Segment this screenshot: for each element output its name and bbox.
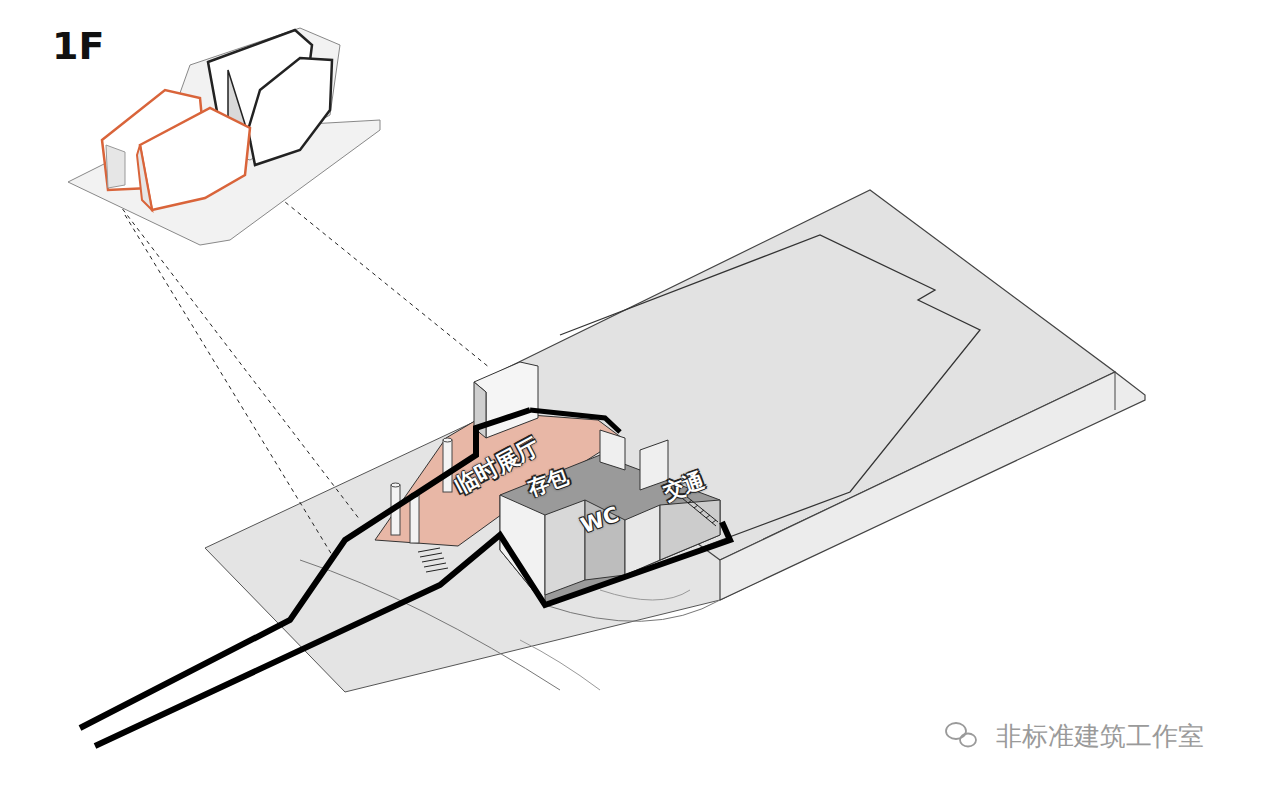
floor-title: 1F [52,24,104,68]
watermark: 非标准建筑工作室 [996,719,1204,754]
